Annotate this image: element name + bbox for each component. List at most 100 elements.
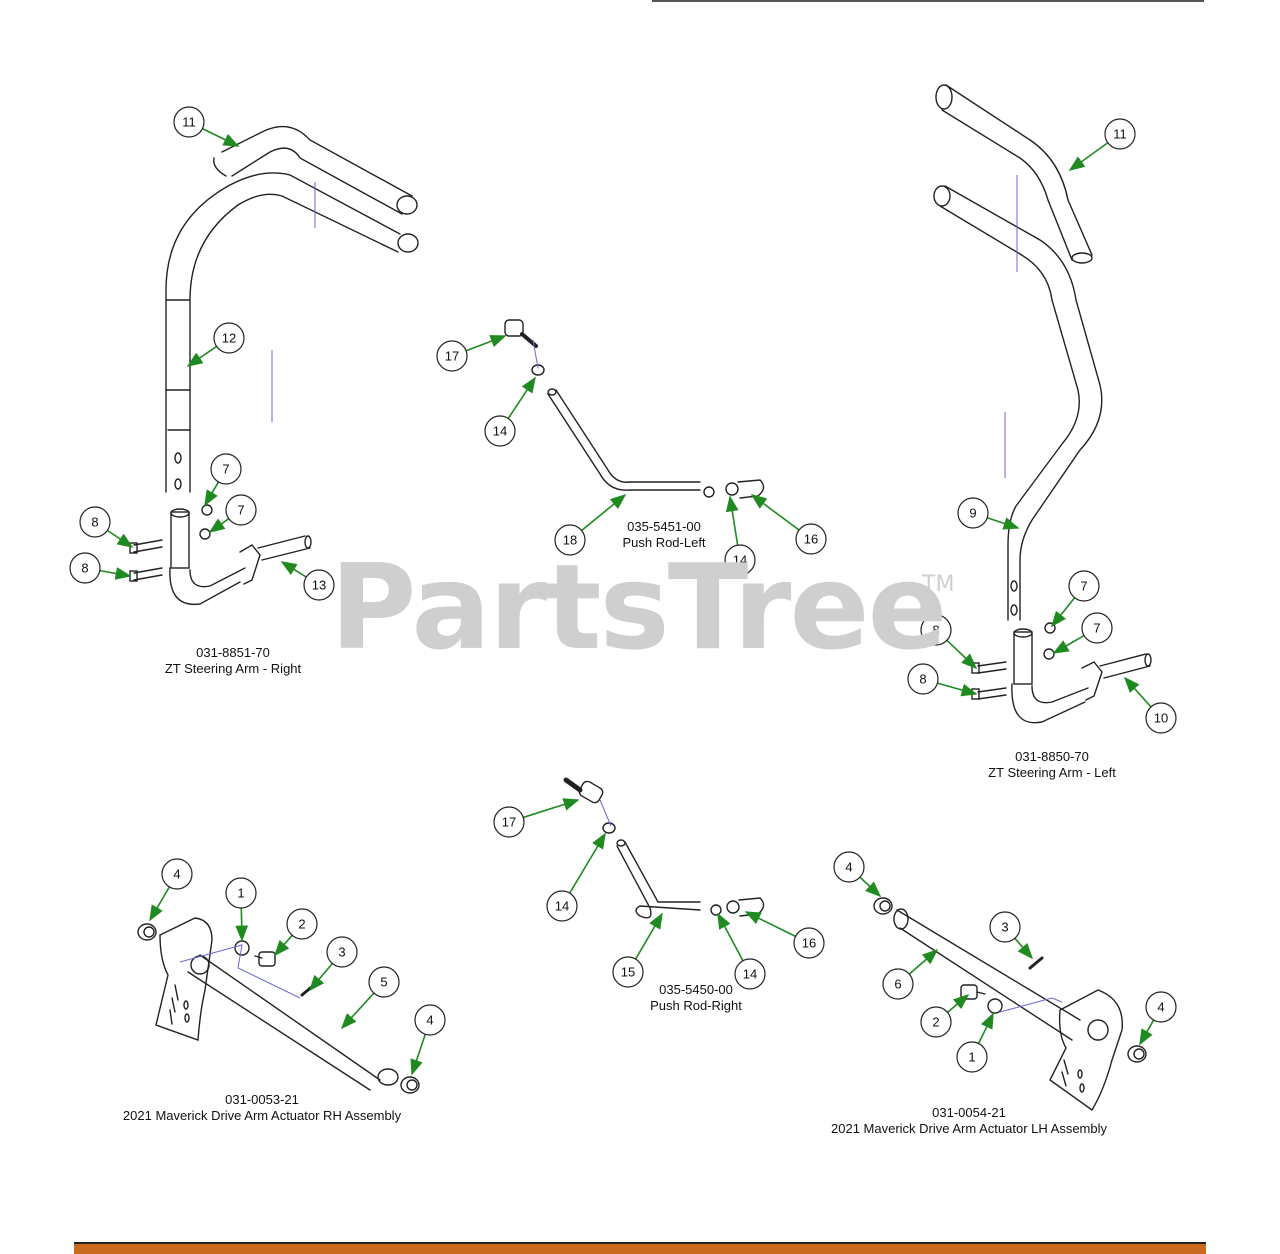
callout-number: 10 (1154, 711, 1168, 726)
callout-circle (1068, 570, 1100, 602)
callout-number: 14 (493, 424, 507, 439)
callout-leader-arrow (106, 529, 134, 548)
callout-number: 7 (222, 462, 229, 477)
part-number: 031-8850-70 (1015, 749, 1089, 764)
part-name: Push Rod-Right (650, 998, 742, 1013)
callout-leader-arrow (977, 1012, 994, 1044)
callout-number: 7 (1093, 621, 1100, 636)
callout-number: 16 (802, 936, 816, 951)
callout-number: 3 (338, 945, 345, 960)
callout-circle (1104, 118, 1136, 150)
callout-circle (795, 523, 827, 555)
callout-number: 16 (804, 532, 818, 547)
callout-circle (882, 968, 914, 1000)
callout-circle (546, 890, 578, 922)
callout-number: 8 (919, 672, 926, 687)
callout-number: 4 (426, 1013, 433, 1028)
callout-circle (436, 340, 468, 372)
callout-circle (554, 524, 586, 556)
callout-leader-arrow (750, 494, 800, 531)
callout-leader-arrow (507, 376, 536, 419)
footer-bar (74, 1242, 1206, 1254)
part-name: Push Rod-Left (622, 535, 706, 550)
part-number: 035-5450-00 (659, 982, 733, 997)
callout-number: 14 (733, 553, 747, 568)
callout-leader-arrow (569, 832, 606, 894)
callout-number: 17 (502, 815, 516, 830)
callout-leader-arrow (634, 912, 663, 960)
callout-circle (1081, 612, 1113, 644)
actuator-rh-drawing (137, 917, 420, 1094)
steering-arm-left-drawing (933, 84, 1152, 724)
callout-circle (920, 1006, 952, 1038)
callout-number: 8 (81, 561, 88, 576)
callout-leader-arrow (725, 495, 739, 546)
callout-leader-arrow (581, 493, 627, 532)
part-number: 031-8851-70 (196, 645, 270, 660)
callout-leader-arrow (859, 876, 882, 898)
centerlines (179, 175, 1063, 1013)
callout-circle (69, 552, 101, 584)
callout-leader-arrow (186, 345, 218, 367)
callout-circle (734, 958, 766, 990)
callout-circle (957, 497, 989, 529)
part-number: 031-0053-21 (225, 1092, 299, 1107)
callout-leader-arrow (273, 934, 293, 957)
callout-circle (1145, 991, 1177, 1023)
callout-circle (612, 956, 644, 988)
callout-leader-arrow (946, 993, 970, 1013)
callout-number: 5 (380, 975, 387, 990)
callout-number: 6 (894, 977, 901, 992)
callout-circle (793, 927, 825, 959)
part-name: ZT Steering Arm - Left (988, 765, 1116, 780)
callout-circle (303, 569, 335, 601)
part-name: 2021 Maverick Drive Arm Actuator LH Asse… (831, 1121, 1107, 1136)
callout-circle (225, 877, 257, 909)
callout-number: 1 (237, 886, 244, 901)
watermark-trademark: TM (922, 572, 955, 597)
callout-circle (286, 908, 318, 940)
callout-number: 8 (91, 515, 98, 530)
caption-actuator-rh: 031-0053-21 2021 Maverick Drive Arm Actu… (123, 1092, 401, 1124)
push-rod-left-drawing (504, 319, 765, 499)
callout-number: 8 (932, 623, 939, 638)
callout-circle (161, 858, 193, 890)
callout-leader-arrow (308, 962, 333, 992)
part-name: ZT Steering Arm - Right (164, 661, 302, 676)
callout-circle (493, 806, 525, 838)
caption-steering-arm-right: 031-8851-70 ZT Steering Arm - Right (165, 645, 301, 677)
part-number: 031-0054-21 (932, 1105, 1006, 1120)
part-name: 2021 Maverick Drive Arm Actuator RH Asse… (122, 1108, 402, 1123)
steering-arm-right-drawing (129, 125, 419, 606)
callout-circle (173, 106, 205, 138)
callout-leader-arrow (1123, 676, 1152, 708)
callout-number: 7 (1080, 579, 1087, 594)
callout-circle (833, 851, 865, 883)
callout-number: 11 (1113, 127, 1127, 142)
callout-circle (210, 453, 242, 485)
callout-number: 12 (222, 331, 236, 346)
callout-circle (213, 322, 245, 354)
callout-number: 7 (237, 503, 244, 518)
callout-leader-arrow (340, 992, 375, 1030)
caption-push-rod-left: 035-5451-00 Push Rod-Left (622, 519, 705, 551)
callout-circle (225, 494, 257, 526)
callout-number: 18 (563, 533, 577, 548)
callout-circle (724, 544, 756, 576)
callout-number: 2 (932, 1015, 939, 1030)
callout-circle (920, 614, 952, 646)
callout-leader-arrow (410, 1033, 427, 1076)
callout-leader-arrow (204, 481, 220, 507)
callout-leader-arrow (1068, 142, 1109, 171)
callout-leader-arrow (208, 518, 230, 533)
callout-circle (326, 936, 358, 968)
callout-number: 13 (312, 578, 326, 593)
callout-number: 2 (298, 917, 305, 932)
callout-leader-arrow (986, 516, 1020, 530)
callout-circle (989, 911, 1021, 943)
callout-leader-arrow (1139, 1019, 1155, 1046)
callout-number: 3 (1001, 920, 1008, 935)
callout-leader-arrow (908, 948, 939, 975)
